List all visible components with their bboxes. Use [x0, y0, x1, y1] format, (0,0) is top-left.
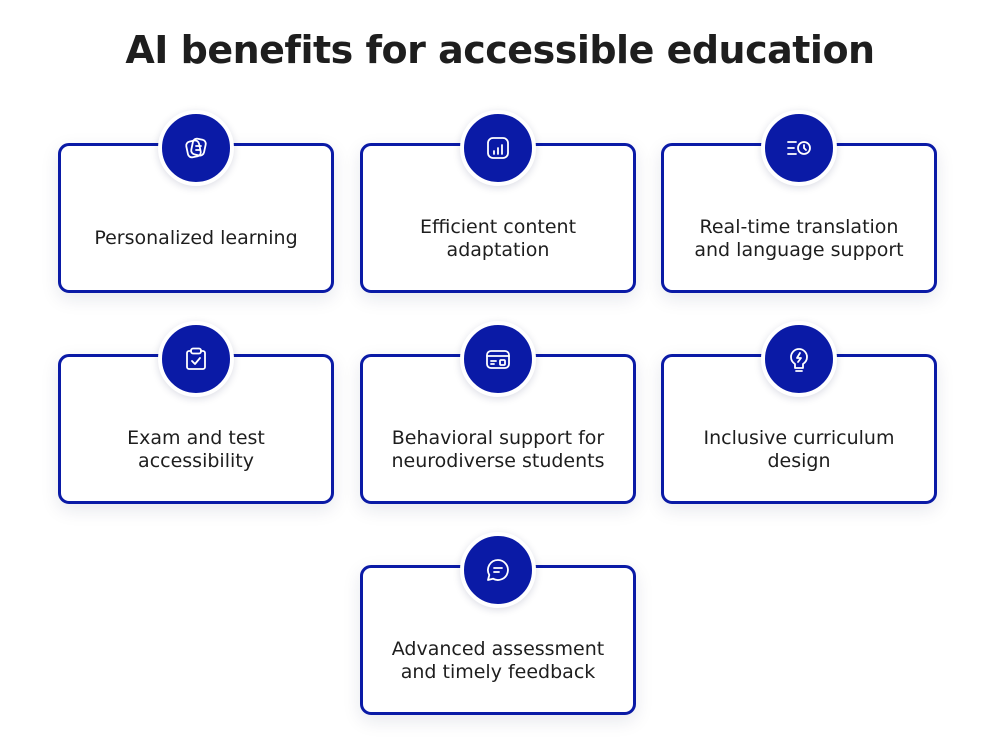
id-card-icon — [460, 321, 536, 397]
card-label: Behavioral support for neurodiverse stud… — [391, 427, 605, 472]
lightbulb-icon — [761, 321, 837, 397]
card-behavioral-support: Behavioral support for neurodiverse stud… — [360, 321, 636, 504]
cards-icon — [158, 110, 234, 186]
card-label: Advanced assessment and timely feedback — [391, 638, 605, 683]
card-label: Personalized learning — [94, 227, 298, 249]
card-label: Real-time translation and language suppo… — [694, 216, 904, 261]
card-translation: Real-time translation and language suppo… — [661, 110, 937, 293]
card-exam-accessibility: Exam and test accessibility — [58, 321, 334, 504]
card-content-adaptation: Efficient content adaptation — [360, 110, 636, 293]
bar-chart-icon — [460, 110, 536, 186]
card-personalized-learning: Personalized learning — [58, 110, 334, 293]
card-label: Exam and test accessibility — [127, 427, 265, 472]
chat-bubble-icon — [460, 532, 536, 608]
card-inclusive-curriculum: Inclusive curriculum design — [661, 321, 937, 504]
clipboard-check-icon — [158, 321, 234, 397]
page-title: AI benefits for accessible education — [125, 28, 875, 72]
card-label: Inclusive curriculum design — [703, 427, 895, 472]
card-advanced-assessment: Advanced assessment and timely feedback — [360, 532, 636, 715]
list-clock-icon — [761, 110, 837, 186]
card-label: Efficient content adaptation — [419, 216, 577, 261]
